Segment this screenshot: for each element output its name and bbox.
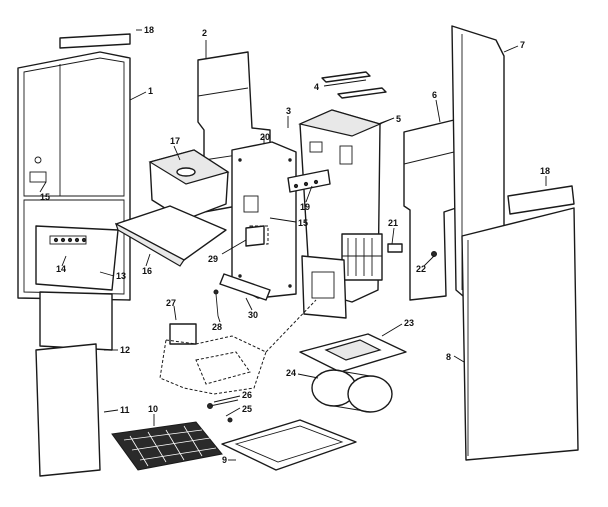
callout-22: 22 xyxy=(416,264,426,274)
part-10-filter xyxy=(111,421,223,471)
part-21-fitting xyxy=(387,243,403,253)
callout-11: 11 xyxy=(120,405,130,415)
part-6-inner-panel xyxy=(403,119,457,301)
callout-2: 2 xyxy=(202,28,207,38)
callout-21: 21 xyxy=(388,218,398,228)
callout-12: 12 xyxy=(120,345,130,355)
burner-grid xyxy=(341,233,383,281)
part-15-box xyxy=(301,255,347,319)
part-19-manifold xyxy=(287,169,331,193)
part-25-26-fasteners xyxy=(207,399,239,423)
part-8-front-door xyxy=(461,207,579,461)
callout-15-center: 15 xyxy=(298,218,308,228)
callout-9: 9 xyxy=(222,455,227,465)
part-9-base-pan xyxy=(221,419,357,471)
leader-lines xyxy=(39,29,547,461)
callout-19: 19 xyxy=(300,202,310,212)
part-28-screw xyxy=(213,289,219,317)
callout-14: 14 xyxy=(56,264,66,274)
part-22-screw xyxy=(431,251,437,257)
callout-23: 23 xyxy=(404,318,414,328)
callout-5: 5 xyxy=(396,114,401,124)
part-17-burner-box xyxy=(148,149,230,221)
callout-17: 17 xyxy=(170,136,180,146)
part-29-bracket xyxy=(245,225,265,247)
part-30-strip xyxy=(219,273,271,301)
callout-18-top: 18 xyxy=(144,25,154,35)
callout-29: 29 xyxy=(208,254,218,264)
callout-30: 30 xyxy=(248,310,258,320)
callout-15-left: 15 xyxy=(40,192,50,202)
part-18-right-strip xyxy=(507,185,575,215)
callout-8: 8 xyxy=(446,352,451,362)
callout-16: 16 xyxy=(142,266,152,276)
callout-4: 4 xyxy=(314,82,319,92)
part-12-panel xyxy=(39,291,113,351)
callout-20: 20 xyxy=(260,132,270,142)
part-18-top-strip xyxy=(59,33,131,49)
callout-26: 26 xyxy=(242,390,252,400)
callout-1: 1 xyxy=(148,86,153,96)
part-13-control-panel xyxy=(35,225,119,291)
filter-mesh xyxy=(123,425,217,467)
callouts: 18 1 2 3 4 5 6 7 8 9 10 11 12 13 14 15 1… xyxy=(40,25,550,465)
callout-27: 27 xyxy=(166,298,176,308)
callout-18-right: 18 xyxy=(540,166,550,176)
callout-28: 28 xyxy=(212,322,222,332)
part-24-blower xyxy=(311,369,393,413)
callout-3: 3 xyxy=(286,106,291,116)
callout-7: 7 xyxy=(520,40,525,50)
panel-knobs xyxy=(53,237,87,243)
part-16-tray xyxy=(114,205,227,267)
panel-rivets xyxy=(238,158,292,288)
callout-24: 24 xyxy=(286,368,296,378)
part-23-plate xyxy=(299,333,407,373)
part-20-center-panel xyxy=(231,141,297,299)
callout-25: 25 xyxy=(242,404,252,414)
part-4-rods xyxy=(321,71,387,99)
part-11-lower-door xyxy=(35,343,101,477)
callout-13: 13 xyxy=(116,271,126,281)
callout-6: 6 xyxy=(432,90,437,100)
part-27-gas-valve xyxy=(159,323,267,395)
callout-10: 10 xyxy=(148,404,158,414)
